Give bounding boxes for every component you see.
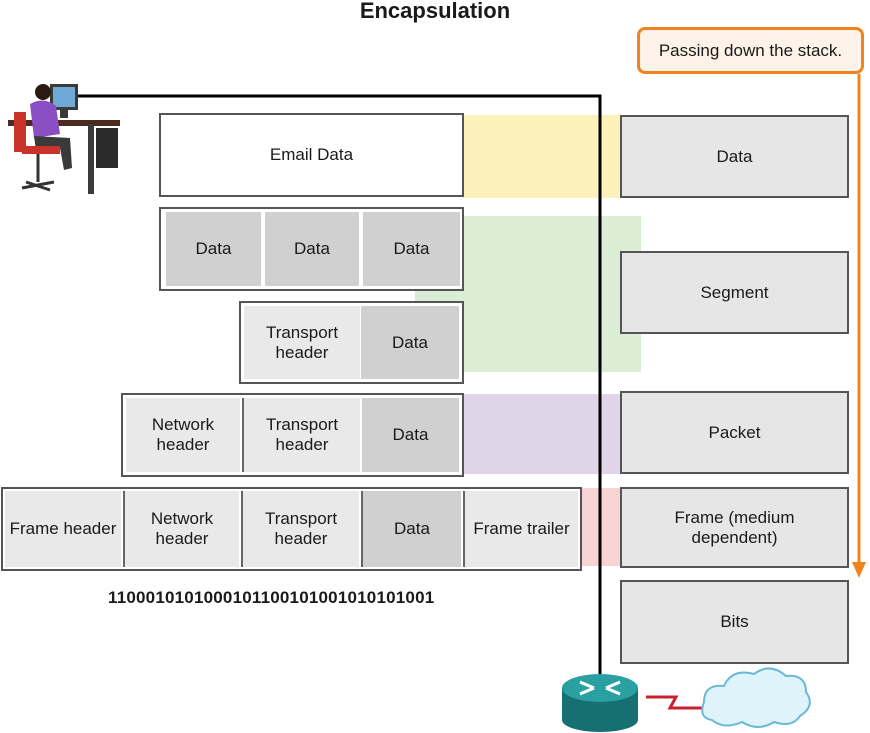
layer-bits-label: Bits (720, 612, 749, 631)
data-chunk-2-label: Data (294, 239, 330, 258)
stack-callout: Passing down the stack. (637, 27, 864, 74)
frame-trailer-label: Frame trailer (473, 519, 570, 538)
data-chunk-1-label: Data (195, 239, 232, 258)
diagram-title: Encapsulation (359, 0, 511, 23)
cloud-icon (701, 667, 811, 728)
segment-pdu: Transport header Data (239, 301, 464, 384)
network-cable (76, 94, 602, 690)
frame-header: Frame header (5, 491, 121, 567)
packet-data-label: Data (392, 425, 429, 444)
layer-packet: Packet (620, 391, 849, 474)
data-chunk-2: Data (265, 212, 359, 286)
packet-pdu: Network header Transport header Data (121, 393, 464, 477)
network-header: Network header (123, 491, 239, 567)
stack-callout-label: Passing down the stack. (658, 40, 843, 60)
layer-frame-label: Frame (medium dependent) (674, 507, 795, 547)
segment-data: Data (361, 306, 459, 379)
segment-data-label: Data (392, 332, 428, 352)
layer-bits: Bits (620, 580, 849, 664)
packet-band (463, 394, 620, 474)
down-arrow-head (852, 562, 866, 578)
email-data-box: Email Data (159, 113, 464, 197)
packet-data: Data (362, 398, 459, 472)
transport-header: Transport header (242, 398, 360, 472)
network-header: Network header (126, 398, 240, 472)
router-icon (562, 674, 638, 732)
frame-pdu: Frame header Network header Transport he… (1, 487, 582, 571)
user-at-computer-icon (8, 84, 120, 194)
transport-header-label: Transport header (265, 322, 339, 362)
layer-segment: Segment (620, 251, 849, 334)
data-band (463, 115, 620, 198)
data-chunk-3: Data (363, 212, 460, 286)
frame-header-label: Frame header (9, 519, 117, 538)
layer-data-label: Data (716, 146, 753, 166)
transport-header-label: Transport header (265, 415, 339, 454)
transport-header-label: Transport header (264, 509, 338, 548)
frame-trailer: Frame trailer (463, 491, 578, 567)
network-header-label: Network header (150, 509, 214, 548)
layer-segment-label: Segment (700, 282, 769, 302)
layer-data: Data (620, 115, 849, 198)
layer-packet-label: Packet (708, 422, 761, 442)
transport-header: Transport header (244, 306, 360, 379)
data-chunk-1: Data (166, 212, 261, 286)
data-chunk-3-label: Data (393, 239, 430, 258)
frame-data-label: Data (394, 519, 430, 538)
split-data-group: Data Data Data (159, 207, 464, 291)
frame-data: Data (361, 491, 461, 567)
network-header-label: Network header (151, 415, 215, 454)
bit-stream: 110001010100010110010100101010100​1 (108, 588, 435, 607)
transport-header: Transport header (241, 491, 359, 567)
email-data-label: Email Data (269, 145, 354, 164)
layer-frame: Frame (medium dependent) (620, 487, 849, 568)
serial-link-icon (646, 695, 702, 710)
